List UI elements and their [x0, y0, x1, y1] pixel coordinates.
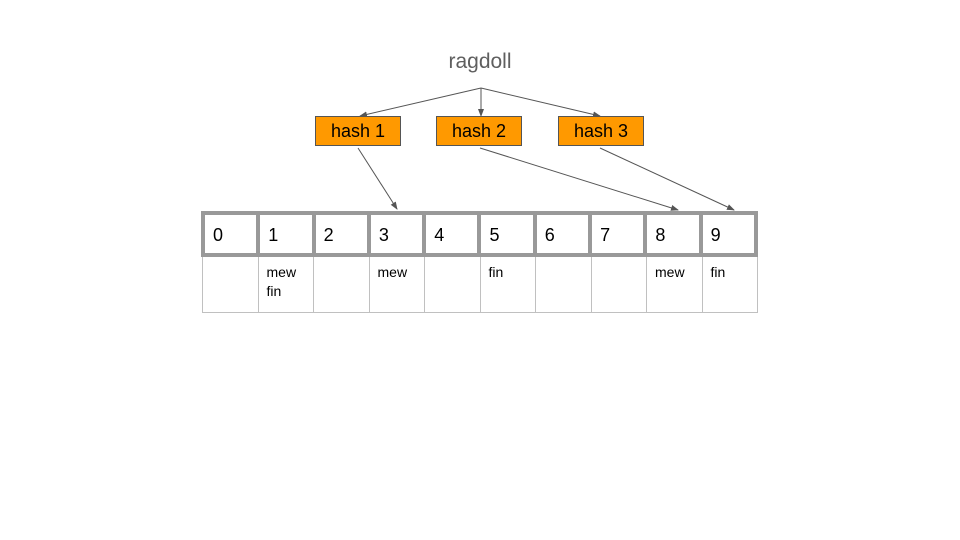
arrow-key-to-hash-3 [480, 87, 601, 118]
bit-cell-9: 9 [698, 211, 758, 257]
bucket-3: mew [368, 257, 424, 313]
arrow-hash-2-to-bit-8 [479, 147, 679, 211]
bucket-6 [535, 257, 591, 313]
bit-cell-3: 3 [366, 211, 427, 257]
bucket-entry: fin [266, 283, 282, 299]
bucket-5: fin [479, 257, 535, 313]
bit-cell-1: 1 [256, 211, 316, 257]
bucket-4 [424, 257, 480, 313]
hash-2-box: hash 2 [436, 116, 522, 146]
arrow-key-to-hash-1 [359, 87, 482, 118]
bit-cell-6: 6 [532, 211, 593, 257]
bucket-entry: mew [377, 264, 408, 280]
bucket-8: mew [646, 257, 702, 313]
bucket-entry: fin [488, 264, 504, 280]
bit-cell-8: 8 [643, 211, 703, 257]
bit-cell-0: 0 [201, 211, 261, 257]
bucket-2 [313, 257, 369, 313]
bucket-row: mew fin mew fin mew fin [202, 257, 758, 313]
bucket-entry: mew [266, 264, 297, 280]
bucket-7 [590, 257, 646, 313]
arrow-hash-3-to-bit-9 [599, 147, 735, 211]
bucket-entry: mew [655, 264, 685, 280]
hash-1-box: hash 1 [315, 116, 401, 146]
bit-cell-4: 4 [422, 211, 482, 257]
bucket-1: mew fin [257, 257, 313, 313]
key-label: ragdoll [448, 50, 512, 73]
bucket-entry: fin [710, 264, 726, 280]
arrow-hash-1-to-bit-3 [357, 147, 398, 210]
hash-3-box: hash 3 [558, 116, 644, 146]
bucket-0 [202, 257, 258, 313]
bit-array: 0 1 2 3 4 5 6 7 8 9 [201, 211, 758, 257]
bucket-9: fin [701, 257, 758, 313]
bit-cell-2: 2 [311, 211, 371, 257]
bit-cell-5: 5 [477, 211, 537, 257]
bit-cell-7: 7 [588, 211, 648, 257]
